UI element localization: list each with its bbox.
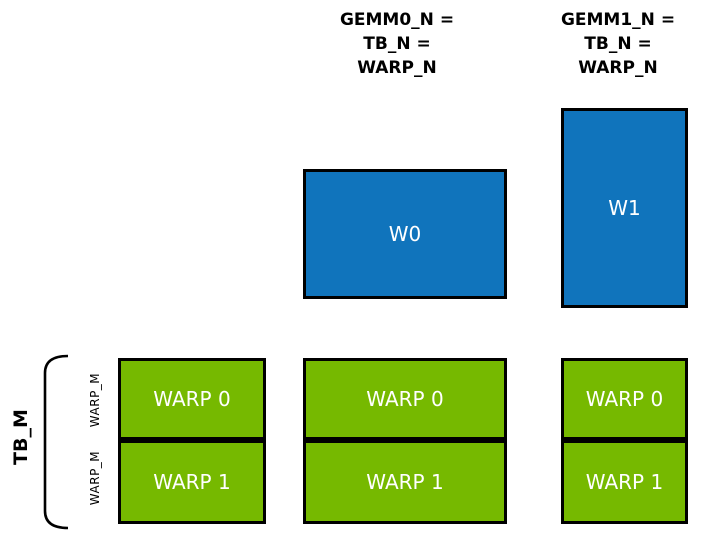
warp-m-row0-label: WARP_M — [88, 372, 102, 428]
warp-tile-w1-label: W1 — [608, 196, 641, 220]
warp1-cell-middle: WARP 1 — [303, 440, 507, 524]
gemm1-header-line-1: GEMM1_N = — [560, 10, 676, 30]
tb-m-bracket — [43, 354, 69, 530]
warp-rows-column-right: WARP 0 WARP 1 — [561, 358, 688, 524]
warp1-cell-right: WARP 1 — [561, 440, 688, 524]
warp0-cell-left: WARP 0 — [118, 358, 266, 440]
warp0-cell-right: WARP 0 — [561, 358, 688, 440]
warp-rows-column-middle: WARP 0 WARP 1 — [303, 358, 507, 524]
warp-rows-column-left: WARP 0 WARP 1 — [118, 358, 266, 524]
gemm1-column-header: GEMM1_N = TB_N = WARP_N — [528, 8, 708, 80]
warp0-cell-middle: WARP 0 — [303, 358, 507, 440]
gemm1-header-line-2: TB_N = — [584, 34, 652, 54]
warp-tile-w1-box: W1 — [561, 108, 688, 308]
warp-tile-w0-label: W0 — [388, 222, 422, 246]
warp1-label-middle: WARP 1 — [366, 470, 444, 494]
warp0-label-right: WARP 0 — [585, 387, 664, 411]
warp0-label-middle: WARP 0 — [366, 387, 444, 411]
warp1-label-left: WARP 1 — [153, 470, 231, 494]
gemm0-header-line-3: WARP_N — [357, 58, 437, 78]
warp1-label-right: WARP 1 — [585, 470, 664, 494]
tb-m-axis-label: TB_M — [10, 409, 32, 465]
gemm0-header-line-2: TB_N = — [363, 34, 431, 54]
warp-m-row1-label: WARP_M — [88, 450, 102, 506]
warp0-label-left: WARP 0 — [153, 387, 231, 411]
warp-tile-w0-box: W0 — [303, 169, 507, 299]
gemm0-header-line-1: GEMM0_N = — [339, 10, 455, 30]
gemm0-column-header: GEMM0_N = TB_N = WARP_N — [297, 8, 497, 80]
warp1-cell-left: WARP 1 — [118, 440, 266, 524]
gemm1-header-line-3: WARP_N — [578, 58, 658, 78]
